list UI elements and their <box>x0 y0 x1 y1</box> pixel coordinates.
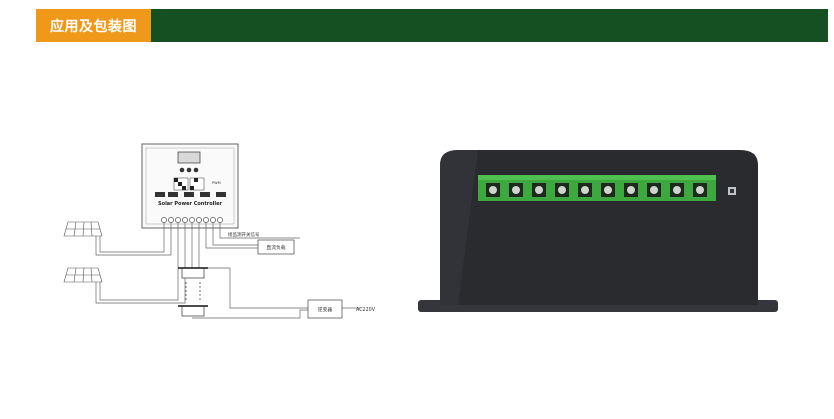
wiring-diagram: PWM Solar Power Controller <box>63 143 376 319</box>
controller-label: Solar Power Controller <box>158 201 222 207</box>
section-title: 应用及包装图 <box>36 9 151 42</box>
inverter-box <box>307 299 343 319</box>
ac-label: AC220V <box>356 307 376 313</box>
section-header-bar <box>36 9 828 42</box>
solar-panel-drawing <box>63 221 103 283</box>
device-photo <box>418 150 778 312</box>
signal-label: 接监测开关信号 <box>228 231 260 238</box>
battery-drawing <box>178 267 208 317</box>
terminal-block <box>478 175 716 201</box>
dc-load-box <box>257 239 295 255</box>
controller-model: PWM <box>212 181 221 185</box>
controller-drawing: PWM Solar Power Controller <box>141 143 239 229</box>
inverter-label: 逆变器 <box>318 306 333 313</box>
dc-load-label: 直流负载 <box>266 244 285 251</box>
